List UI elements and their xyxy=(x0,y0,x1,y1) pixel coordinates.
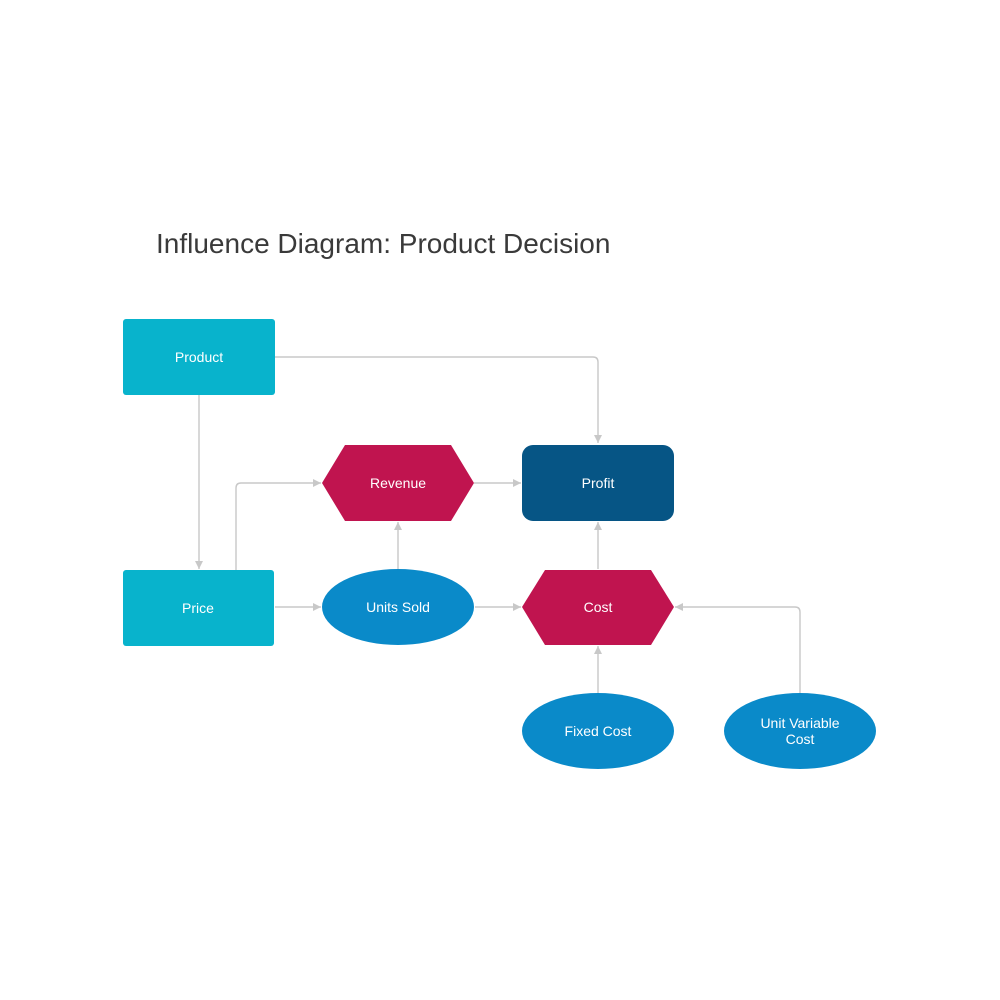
edge-unit-variable-cost-to-cost xyxy=(675,603,801,693)
unit-variable-cost-label-line1: Unit Variable xyxy=(760,715,839,731)
node-revenue[interactable]: Revenue xyxy=(322,445,474,521)
node-fixed-cost[interactable]: Fixed Cost xyxy=(522,693,674,769)
node-unit-variable-cost[interactable]: Unit Variable Cost xyxy=(724,693,876,769)
unit-variable-cost-label-line2: Cost xyxy=(786,731,815,747)
fixed-cost-label: Fixed Cost xyxy=(565,723,632,739)
profit-shape xyxy=(522,445,674,521)
profit-label: Profit xyxy=(582,475,615,491)
edge-price-to-revenue xyxy=(235,479,321,570)
unit-variable-cost-shape xyxy=(724,693,876,769)
cost-shape xyxy=(522,570,674,645)
units-sold-shape xyxy=(322,569,474,645)
price-label: Price xyxy=(182,600,214,616)
revenue-shape xyxy=(322,445,474,521)
node-product[interactable]: Product xyxy=(123,319,275,395)
node-price[interactable]: Price xyxy=(123,570,274,646)
diagram-title: Influence Diagram: Product Decision xyxy=(156,228,611,259)
cost-label: Cost xyxy=(584,599,613,615)
fixed-cost-shape xyxy=(522,693,674,769)
edge-product-to-profit xyxy=(275,356,602,443)
node-units-sold[interactable]: Units Sold xyxy=(322,569,474,645)
price-shape xyxy=(123,570,274,646)
node-profit[interactable]: Profit xyxy=(522,445,674,521)
revenue-label: Revenue xyxy=(370,475,426,491)
node-cost[interactable]: Cost xyxy=(522,570,674,645)
product-shape xyxy=(123,319,275,395)
edges xyxy=(195,356,801,693)
product-label: Product xyxy=(175,349,223,365)
units-sold-label: Units Sold xyxy=(366,599,430,615)
